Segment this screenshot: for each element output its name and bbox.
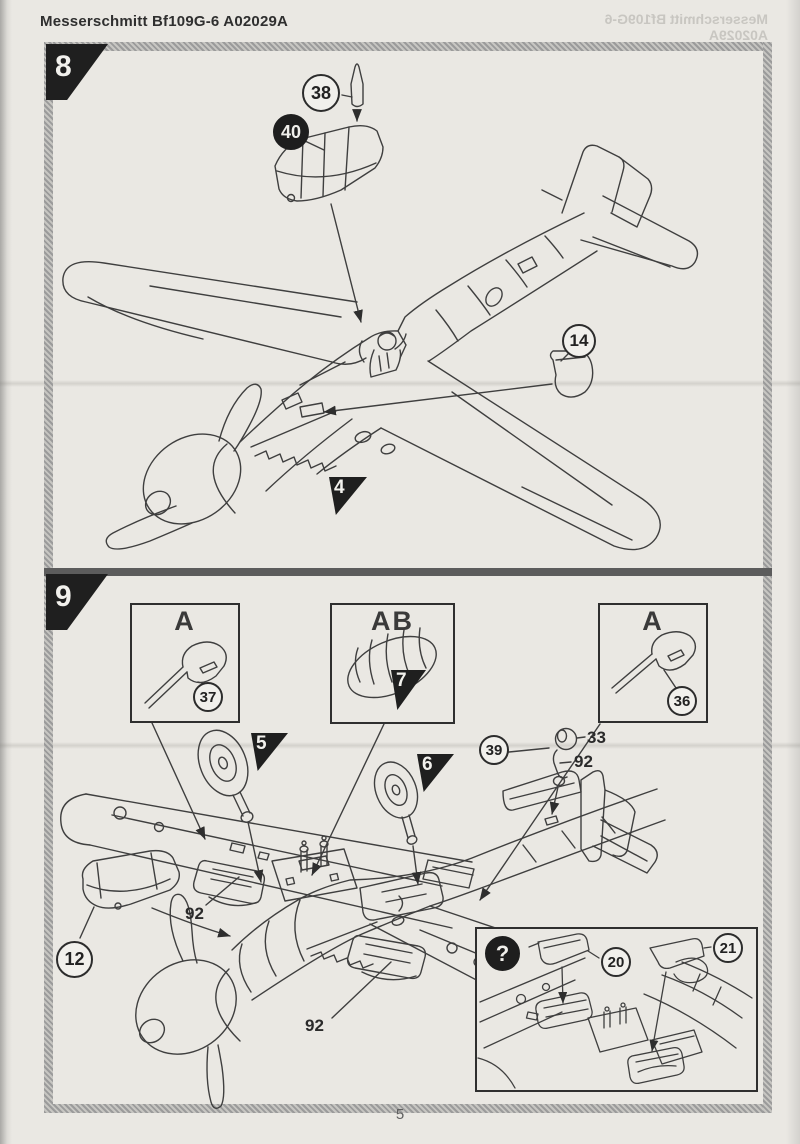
panel-border-right xyxy=(763,42,772,1113)
page-edge-shadow-right xyxy=(786,0,800,1144)
part-label-92-antenna: 92 xyxy=(574,752,593,771)
part-box-a-37: A xyxy=(130,603,240,723)
part-box-a-36: A xyxy=(598,603,708,723)
stage-triangle-5-number: 5 xyxy=(256,733,267,754)
callout-39-number: 39 xyxy=(485,741,503,759)
part-label-92-left-wing: 92 xyxy=(185,904,204,923)
callout-21: 21 xyxy=(713,933,743,963)
detail-inset-drawing xyxy=(477,933,753,1089)
panel-border-top xyxy=(44,42,772,51)
part-label-92-right-wing: 92 xyxy=(305,1016,324,1035)
callout-36: 36 xyxy=(667,686,697,716)
callout-39: 39 xyxy=(479,735,509,765)
panel-divider xyxy=(44,568,772,576)
callout-12: 12 xyxy=(56,941,93,978)
callout-14: 14 xyxy=(562,324,596,358)
callout-36-number: 36 xyxy=(673,692,691,710)
step-9-number: 9 xyxy=(55,580,72,613)
callout-21-number: 21 xyxy=(719,939,737,957)
callout-38-number: 38 xyxy=(310,82,332,103)
part-box-label: A xyxy=(642,606,664,636)
paper-crease xyxy=(0,380,800,387)
part-label-33: 33 xyxy=(587,728,606,747)
callout-14-number: 14 xyxy=(569,331,589,350)
callout-12-number: 12 xyxy=(64,949,85,969)
callout-20: 20 xyxy=(601,947,631,977)
callout-20-number: 20 xyxy=(607,953,625,971)
callout-40: 40 xyxy=(273,114,309,150)
callout-37: 37 xyxy=(193,682,223,712)
page-edge-shadow xyxy=(0,0,12,1144)
panel-border-bottom xyxy=(44,1104,772,1113)
callout-40-number: 40 xyxy=(280,121,302,142)
step-8-number: 8 xyxy=(55,50,72,83)
part-box-ab-7: AB xyxy=(330,603,455,724)
paper-crease xyxy=(0,742,800,749)
question-mark-badge: ? xyxy=(485,936,520,971)
callout-37-number: 37 xyxy=(199,688,217,706)
part-box-label: A xyxy=(174,606,196,636)
callout-38: 38 xyxy=(302,74,340,112)
question-mark: ? xyxy=(495,940,510,966)
stage-triangle-6-number: 6 xyxy=(422,754,433,775)
stage-triangle-7-number: 7 xyxy=(396,670,407,691)
sheet-title: Messerschmitt Bf109G-6 A02029A xyxy=(40,13,289,30)
stage-triangle-4-number: 4 xyxy=(334,477,345,498)
part-box-label: AB xyxy=(371,606,414,636)
page-number: 5 xyxy=(395,1106,405,1123)
